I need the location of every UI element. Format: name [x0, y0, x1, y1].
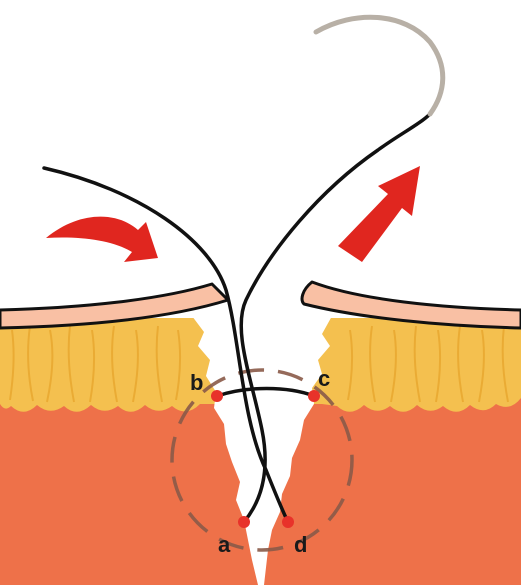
straight-arrow-icon [338, 166, 420, 262]
marker-c [308, 390, 320, 402]
curved-arrow-icon [46, 217, 158, 262]
marker-d [282, 516, 294, 528]
label-d: d [294, 532, 307, 557]
label-c: c [318, 366, 330, 391]
marker-b [211, 390, 223, 402]
needle-icon [316, 17, 443, 114]
marker-a [238, 516, 250, 528]
label-b: b [190, 370, 203, 395]
label-a: a [218, 532, 231, 557]
